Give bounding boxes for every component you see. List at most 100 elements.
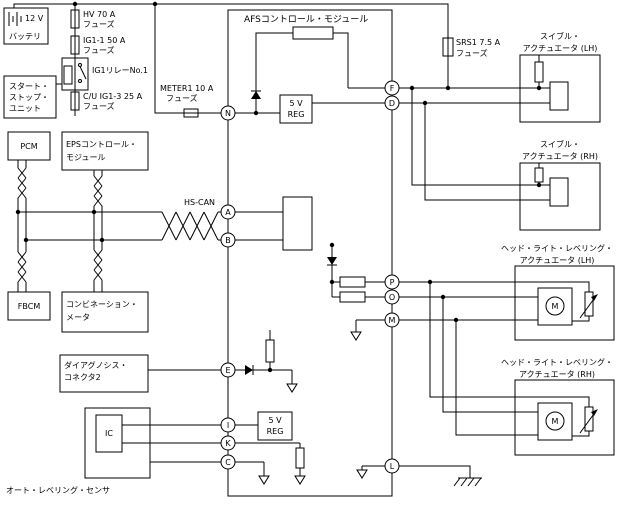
wire-ground-l <box>399 465 471 478</box>
twisted-pair-pcm-upper <box>17 167 27 199</box>
relay-internals <box>63 63 87 85</box>
leveling-lh-motor-icon <box>545 296 565 316</box>
resistor-symbols <box>265 26 598 469</box>
diagnosis-label-2: コネクタ2 <box>64 373 101 382</box>
wire-can-horizontal <box>18 211 221 241</box>
diode-up-icon <box>251 91 261 99</box>
diagnosis-connector-box <box>59 354 149 393</box>
terminal-P-circle <box>384 274 400 290</box>
ground-k-icon <box>294 475 306 485</box>
terminal-M-label: M <box>389 316 396 325</box>
reg-bottom-label-1: 5 V <box>268 416 282 425</box>
fuse-hv-label-1: HV 70 A <box>83 10 116 19</box>
swivel-rh-label-1: スイブル・ <box>540 139 580 149</box>
reg-top-label-2: REG <box>288 110 305 119</box>
actuator-internals <box>537 81 573 441</box>
hs-can-label: HS-CAN <box>184 198 215 207</box>
fuse-ig1-label-2: フューズ <box>83 45 115 55</box>
terminal-E: E <box>220 362 236 378</box>
terminal-B-label: B <box>225 236 231 245</box>
junction-dot <box>329 279 335 285</box>
junction-dot <box>440 294 446 300</box>
eps-label-1: EPSコントロール・ <box>66 140 137 149</box>
wire-swivel-internals <box>520 55 550 201</box>
auto-leveling-sensor-label: オート・レベリング・センサ <box>6 485 110 495</box>
terminal-L: L <box>384 458 400 474</box>
terminal-I-circle <box>220 417 236 433</box>
resistor-leveling-rh <box>584 406 594 432</box>
twisted-pair-hs-can <box>161 211 219 241</box>
fbcm-box <box>7 291 51 321</box>
ic-label: IC <box>105 429 113 438</box>
terminal-F-label: F <box>390 84 395 93</box>
wire-inner-pom <box>331 245 385 332</box>
terminal-B: B <box>220 232 236 248</box>
junction-dot <box>15 209 21 215</box>
ground-c-icon <box>258 475 270 485</box>
wire-leveling-internals <box>515 281 590 437</box>
terminal-N-label: N <box>225 109 231 118</box>
terminal-N-circle <box>220 105 236 121</box>
terminal-K-label: K <box>225 439 231 448</box>
battery-box <box>3 7 49 45</box>
leveling-rh-label-2: アクチュエータ (RH) <box>519 370 595 379</box>
junction-dot <box>91 209 97 215</box>
swivel-lh-label-1: スイブル・ <box>540 31 580 41</box>
terminal-E-label: E <box>225 366 230 375</box>
resistor-swivel-lh <box>534 61 544 83</box>
fuse-ig1-label-1: IG1-1 50 A <box>83 36 126 45</box>
terminal-K-circle <box>220 435 236 451</box>
wire-inner-e <box>235 330 293 384</box>
leveling-rh-label-1: ヘッド・ライト・レベリング・ <box>501 357 613 367</box>
combination-meter-box <box>61 291 149 333</box>
terminal-O-circle <box>384 289 400 305</box>
ground-m-icon <box>350 331 362 341</box>
terminal-I-label: I <box>227 421 229 430</box>
resistor-e <box>265 339 275 363</box>
pcm-label: PCM <box>20 142 37 151</box>
wire-inner-can <box>235 211 283 241</box>
wiper-arrowhead-rh <box>591 409 598 416</box>
junction-dot <box>409 85 415 91</box>
diode-e-icon <box>245 365 253 375</box>
module-title: AFSコントロール・モジュール <box>244 15 368 25</box>
terminal-A-circle <box>220 204 236 220</box>
junction-dot <box>267 367 273 373</box>
diode-down-icon <box>327 257 337 265</box>
start-stop-label-1: スタート・ <box>9 82 49 91</box>
battery-label-2: バッテリ <box>9 32 41 41</box>
relay-contact-top <box>78 63 82 67</box>
twisted-pair-eps-upper <box>93 175 103 207</box>
battery-label-1: 12 V <box>25 14 44 23</box>
reg-top-label-1: 5 V <box>289 99 303 108</box>
fuse-symbols <box>70 9 454 118</box>
start-stop-label-3: ユニット <box>9 104 41 113</box>
component-boxes <box>3 7 615 497</box>
resistor-p <box>339 276 366 288</box>
diagnosis-label-1: ダイアグノシス・ <box>64 360 127 370</box>
junction-dot <box>536 85 542 91</box>
twisted-pair-pcm-lower <box>17 251 27 283</box>
leveling-lh-label-2: アクチュエータ (LH) <box>520 256 595 265</box>
wire-inner-bottom <box>235 424 385 476</box>
swivel-lh-motor-icon <box>549 81 569 111</box>
junction-dot <box>23 237 29 243</box>
fuse-through-lines <box>74 10 449 114</box>
leveling-rh-motor-icon <box>545 411 565 431</box>
terminal-B-circle <box>220 232 236 248</box>
terminal-O-label: O <box>389 293 395 302</box>
swivel-rh-label-2: アクチュエータ (RH) <box>522 152 598 161</box>
twisted-pair-eps-lower <box>93 249 103 281</box>
relay-contact-arm <box>79 66 87 80</box>
terminal-N: N <box>220 105 236 121</box>
labels: AFSコントロール・モジュール 12 V バッテリ HV 70 A フューズ I… <box>6 10 613 495</box>
terminal-C-circle <box>220 454 236 470</box>
fuse-meter-label-2: フューズ <box>166 93 198 103</box>
resistor-top <box>292 26 334 40</box>
relay-contact-bottom <box>78 79 82 83</box>
swivel-rh-motor-icon <box>549 177 569 207</box>
motor-rh-label: M <box>552 417 559 426</box>
combination-meter-label-1: コンビネーション・ <box>66 300 138 309</box>
resistor-leveling-lh <box>584 291 594 317</box>
